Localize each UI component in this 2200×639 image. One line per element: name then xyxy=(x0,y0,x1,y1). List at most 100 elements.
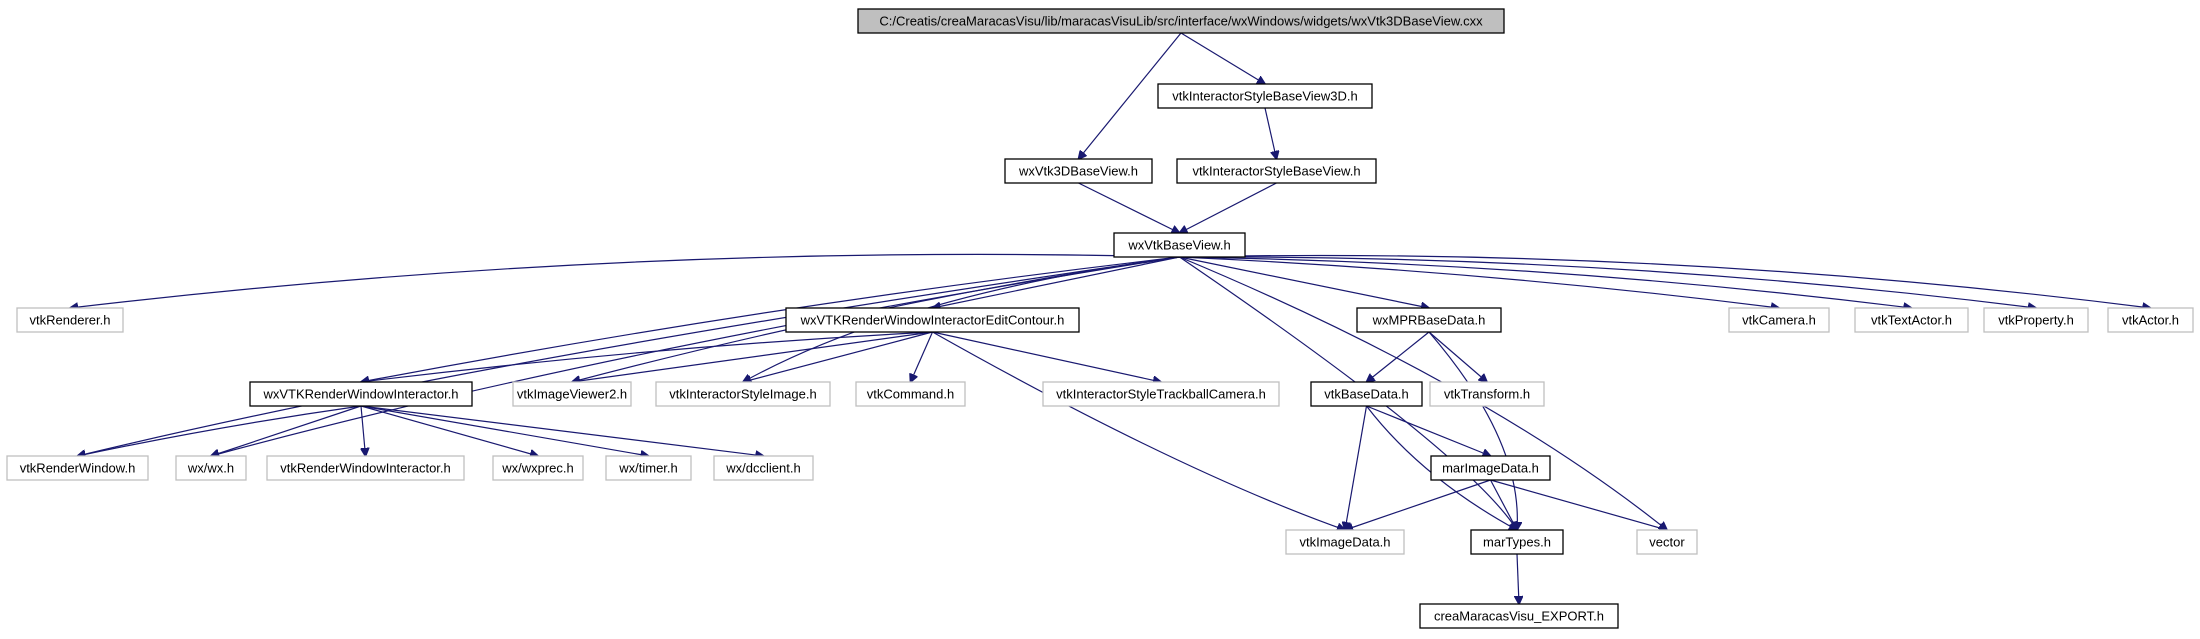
node-box xyxy=(605,455,692,481)
edge-editcontour-to-rwi xyxy=(361,331,933,382)
node-wxvbv[interactable]: wxVtkBaseView.h xyxy=(1113,232,1246,258)
edge-isbv-to-wxvbv xyxy=(1180,182,1277,233)
node-label: vtkCommand.h xyxy=(867,387,954,402)
node-editcontour[interactable]: wxVTKRenderWindowInteractorEditContour.h xyxy=(785,307,1080,333)
node-istrackball[interactable]: vtkInteractorStyleTrackballCamera.h xyxy=(1042,381,1280,407)
node-label: wxVtkBaseView.h xyxy=(1127,238,1230,253)
node-label: vtkRenderWindowInteractor.h xyxy=(280,461,451,476)
node-vtkbasedata[interactable]: vtkBaseData.h xyxy=(1310,381,1423,407)
node-label: creaMaracasVisu_EXPORT.h xyxy=(1434,609,1604,624)
edge-wxvbv-to-vtktextactor xyxy=(1179,256,1912,308)
node-vtkcamera[interactable]: vtkCamera.h xyxy=(1728,307,1830,333)
edge-wxvbv-to-editcontour xyxy=(933,256,1180,308)
node-box xyxy=(512,381,632,407)
node-marimage[interactable]: marImageData.h xyxy=(1430,455,1551,481)
node-label: vtkTextActor.h xyxy=(1871,313,1952,328)
edges-layer xyxy=(70,32,2151,604)
node-label: vtkActor.h xyxy=(2122,313,2179,328)
node-export[interactable]: creaMaracasVisu_EXPORT.h xyxy=(1419,603,1619,629)
edge-rwi-to-dcclient xyxy=(360,405,764,456)
edge-editcontour-to-isimage xyxy=(743,331,933,382)
node-renderwindow[interactable]: vtkRenderWindow.h xyxy=(6,455,149,481)
node-label: vtkRenderer.h xyxy=(30,313,111,328)
node-box xyxy=(1728,307,1830,333)
node-label: vtkProperty.h xyxy=(1998,313,2074,328)
node-label: vtkInteractorStyleBaseView.h xyxy=(1192,164,1360,179)
node-box xyxy=(16,307,124,333)
node-label: wx/wxprec.h xyxy=(501,461,574,476)
node-isbv3d[interactable]: vtkInteractorStyleBaseView3D.h xyxy=(1157,83,1373,109)
node-vtkcommand[interactable]: vtkCommand.h xyxy=(855,381,966,407)
nodes-layer: C:/Creatis/creaMaracasVisu/lib/maracasVi… xyxy=(6,8,2194,629)
node-label: vtkImageData.h xyxy=(1299,535,1390,550)
node-label: wxVtk3DBaseView.h xyxy=(1018,164,1138,179)
node-label: wx/dcclient.h xyxy=(725,461,800,476)
edge-wxvbv-to-vtkrenderer xyxy=(70,253,1180,308)
node-box xyxy=(266,455,465,481)
edge-mprbase-to-vtkbasedata xyxy=(1367,331,1430,382)
edge-vtkbasedata-to-marimage xyxy=(1366,405,1491,456)
edge-wxvbv-to-vtkcamera xyxy=(1179,256,1780,308)
node-box xyxy=(6,455,149,481)
edge-marimage-to-vtkimagedata xyxy=(1345,479,1491,530)
node-wxwx[interactable]: wx/wx.h xyxy=(175,455,247,481)
node-box xyxy=(1310,381,1423,407)
edge-isbv3d-to-isbv xyxy=(1264,107,1277,159)
edge-mprbase-to-vtktransform xyxy=(1428,331,1487,382)
node-box xyxy=(1636,529,1698,555)
node-label: marImageData.h xyxy=(1442,461,1539,476)
node-box xyxy=(1430,455,1551,481)
node-isbv[interactable]: vtkInteractorStyleBaseView.h xyxy=(1176,158,1377,184)
edge-rwi-to-renderwindow xyxy=(78,405,362,456)
edge-mprbase-to-martypes xyxy=(1428,331,1517,530)
node-box xyxy=(855,381,966,407)
node-box xyxy=(2107,307,2194,333)
node-box xyxy=(655,381,831,407)
node-vtkproperty[interactable]: vtkProperty.h xyxy=(1983,307,2089,333)
node-box xyxy=(1356,307,1502,333)
node-box xyxy=(713,455,814,481)
edge-editcontour-to-vtkcommand xyxy=(911,331,934,382)
node-wx3dbv[interactable]: wxVtk3DBaseView.h xyxy=(1004,158,1153,184)
node-isimage[interactable]: vtkInteractorStyleImage.h xyxy=(655,381,831,407)
node-root[interactable]: C:/Creatis/creaMaracasVisu/lib/maracasVi… xyxy=(857,8,1505,34)
node-box xyxy=(1004,158,1153,184)
node-label: vector xyxy=(1649,535,1685,550)
node-vector[interactable]: vector xyxy=(1636,529,1698,555)
node-imgviewer2[interactable]: vtkImageViewer2.h xyxy=(512,381,632,407)
node-label: marTypes.h xyxy=(1483,535,1551,550)
edge-marimage-to-martypes xyxy=(1489,479,1518,530)
node-box xyxy=(1419,603,1619,629)
edge-rwi-to-wxwx xyxy=(211,405,362,456)
edge-wxvbv-to-vtkactor xyxy=(1179,254,2151,308)
node-vtkrwi[interactable]: vtkRenderWindowInteractor.h xyxy=(266,455,465,481)
edge-editcontour-to-vtkimagedata xyxy=(932,331,1346,530)
node-martypes[interactable]: marTypes.h xyxy=(1470,529,1564,555)
node-rwi[interactable]: wxVTKRenderWindowInteractor.h xyxy=(249,381,473,407)
edge-marimage-to-vector xyxy=(1490,479,1668,530)
node-box xyxy=(175,455,247,481)
edge-wxvbv-to-rwi xyxy=(361,256,1180,382)
node-box xyxy=(1285,529,1405,555)
node-box xyxy=(785,307,1080,333)
node-vtkrenderer[interactable]: vtkRenderer.h xyxy=(16,307,124,333)
node-vtkimagedata[interactable]: vtkImageData.h xyxy=(1285,529,1405,555)
edge-wxvbv-to-mprbase xyxy=(1179,256,1430,308)
node-label: C:/Creatis/creaMaracasVisu/lib/maracasVi… xyxy=(879,14,1483,29)
node-box xyxy=(1854,307,1969,333)
node-label: wxVTKRenderWindowInteractorEditContour.h xyxy=(800,313,1065,328)
node-dcclient[interactable]: wx/dcclient.h xyxy=(713,455,814,481)
node-wxtimer[interactable]: wx/timer.h xyxy=(605,455,692,481)
node-box xyxy=(1983,307,2089,333)
node-vtktextactor[interactable]: vtkTextActor.h xyxy=(1854,307,1969,333)
node-mprbase[interactable]: wxMPRBaseData.h xyxy=(1356,307,1502,333)
node-vtktransform[interactable]: vtkTransform.h xyxy=(1429,381,1545,407)
node-box xyxy=(1176,158,1377,184)
edge-editcontour-to-imgviewer2 xyxy=(572,331,933,382)
node-wxprec[interactable]: wx/wxprec.h xyxy=(492,455,584,481)
node-label: vtkBaseData.h xyxy=(1324,387,1409,402)
node-box xyxy=(1113,232,1246,258)
node-vtkactor[interactable]: vtkActor.h xyxy=(2107,307,2194,333)
node-box xyxy=(857,8,1505,34)
